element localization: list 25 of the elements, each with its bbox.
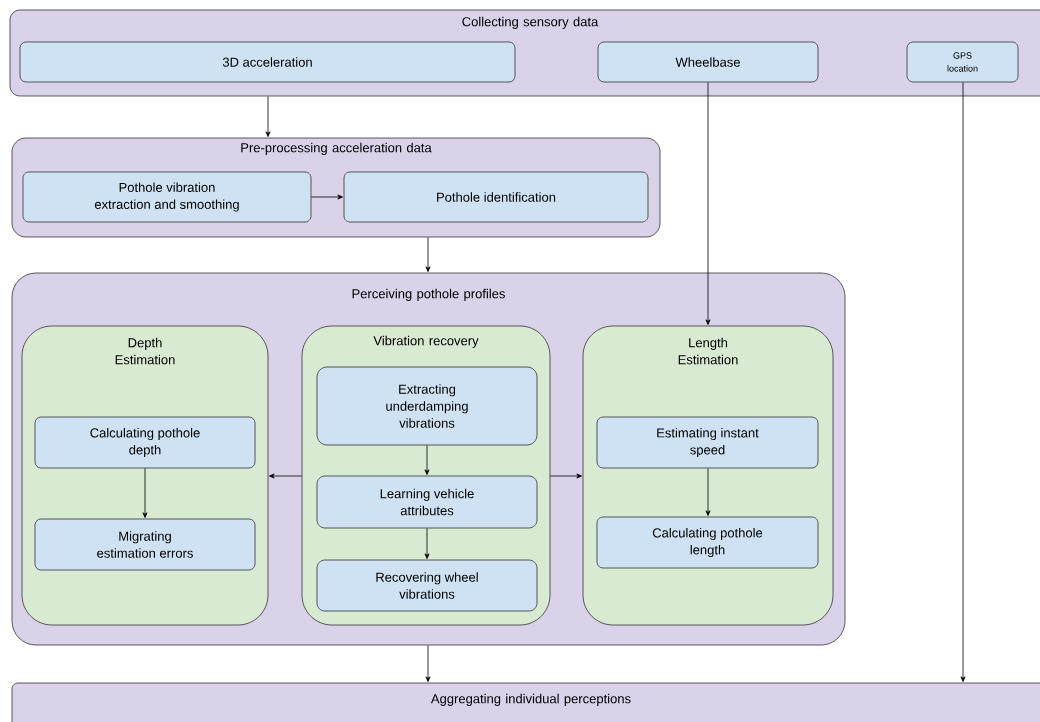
arrow	[265, 96, 271, 137]
process-box: Extracting underdamping vibrations	[316, 366, 538, 446]
process-box: Wheelbase	[597, 41, 819, 83]
process-box: Calculating pothole depth	[34, 416, 256, 469]
arrow	[142, 468, 148, 518]
process-box: 3D acceleration	[19, 41, 516, 83]
process-box: Pothole identification	[343, 171, 649, 223]
process-box: Calculating pothole length	[596, 516, 819, 569]
process-box: GPS location	[906, 41, 1019, 83]
process-box: Migrating estimation errors	[34, 518, 256, 571]
process-box: Estimating instant speed	[596, 416, 819, 469]
arrow	[424, 445, 430, 475]
process-box: Learning vehicle attributes	[316, 475, 538, 529]
arrow	[269, 473, 302, 479]
arrow	[960, 82, 966, 682]
process-box: Recovering wheel vibrations	[316, 559, 538, 612]
arrow	[425, 645, 431, 682]
arrow	[425, 237, 431, 272]
arrow	[311, 194, 343, 200]
arrow	[424, 528, 430, 559]
group-panel: Aggregating individual perceptions	[11, 682, 1040, 722]
arrow	[550, 473, 582, 479]
arrow	[705, 82, 711, 325]
arrow	[705, 468, 711, 516]
process-box: Pothole vibration extraction and smoothing	[22, 171, 312, 223]
